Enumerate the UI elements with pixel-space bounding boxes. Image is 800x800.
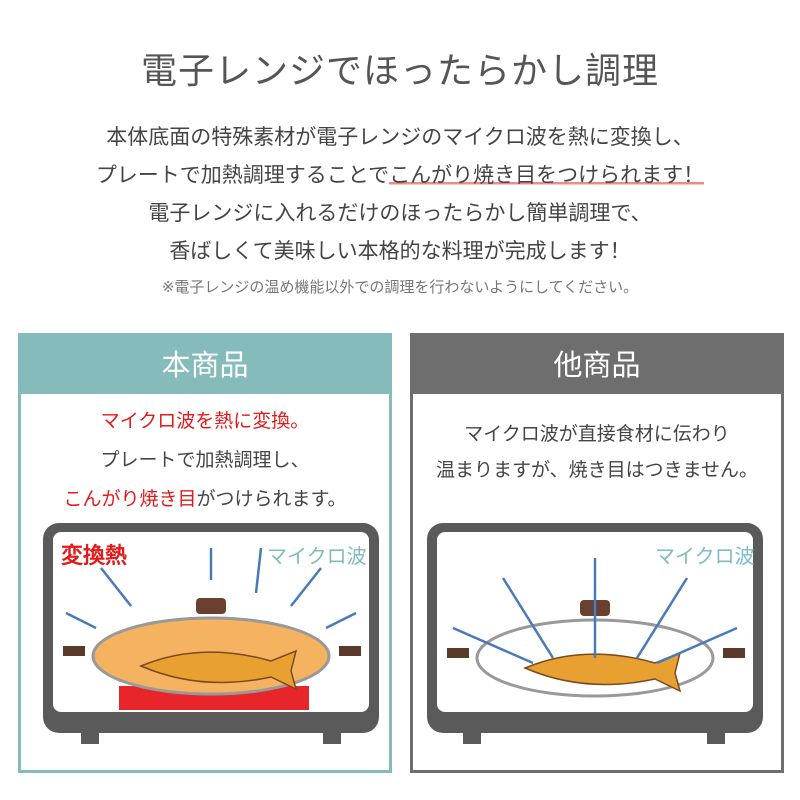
caution-note: ※電子レンジの温め機能以外での調理を行わないようにしてください。 — [161, 278, 639, 296]
panel-description: マイクロ波を熱に変換。 プレートで加熱調理し、 こんがり焼き目がつけられます。 — [21, 402, 389, 519]
this-product-panel: 本商品 マイクロ波を熱に変換。 プレートで加熱調理し、 こんがり焼き目がつけられ… — [18, 333, 392, 773]
desc-line: マイクロ波が直接食材に伝わり — [464, 423, 730, 445]
microwave-label: マイクロ波 — [267, 544, 367, 568]
intro-line: プレートで加熱調理することでこんがり焼き目をつけられます！ — [0, 156, 800, 194]
microwave-label: マイクロ波 — [655, 544, 755, 568]
intro-line: 電子レンジに入れるだけのほったらかし簡単調理で、 — [148, 201, 652, 225]
heat-label: 変換熱 — [61, 544, 128, 569]
intro-text-part: プレートで加熱調理することで — [95, 163, 390, 187]
desc-highlight: こんがり焼き目 — [63, 488, 197, 510]
highlighted-text: こんがり焼き目をつけられます！ — [389, 163, 705, 187]
intro-line: 香ばしくて美味しい本格的な料理が完成します！ — [169, 239, 631, 263]
panel-header: 本商品 — [21, 336, 389, 394]
intro-line: 本体底面の特殊素材が電子レンジのマイクロ波を熱に変換し、 — [106, 125, 694, 149]
intro-text: 本体底面の特殊素材が電子レンジのマイクロ波を熱に変換し、 プレートで加熱調理する… — [0, 118, 800, 270]
other-product-panel: 他商品 マイクロ波が直接食材に伝わり 温まりますが、焼き目はつきません。 マイク… — [410, 333, 784, 773]
panel-header: 他商品 — [413, 336, 781, 394]
page-title: 電子レンジでほったらかし調理 — [140, 51, 659, 92]
microwave-illustration — [43, 523, 379, 744]
desc-line: がつけられます。 — [196, 488, 347, 510]
desc-line: プレートで加熱調理し、 — [100, 449, 310, 471]
desc-line: マイクロ波を熱に変換。 — [100, 410, 310, 432]
desc-line: 温まりますが、焼き目はつきません。 — [435, 459, 759, 481]
panel-description: マイクロ波が直接食材に伝わり 温まりますが、焼き目はつきません。 — [413, 416, 781, 488]
microwave-illustration — [427, 523, 763, 744]
